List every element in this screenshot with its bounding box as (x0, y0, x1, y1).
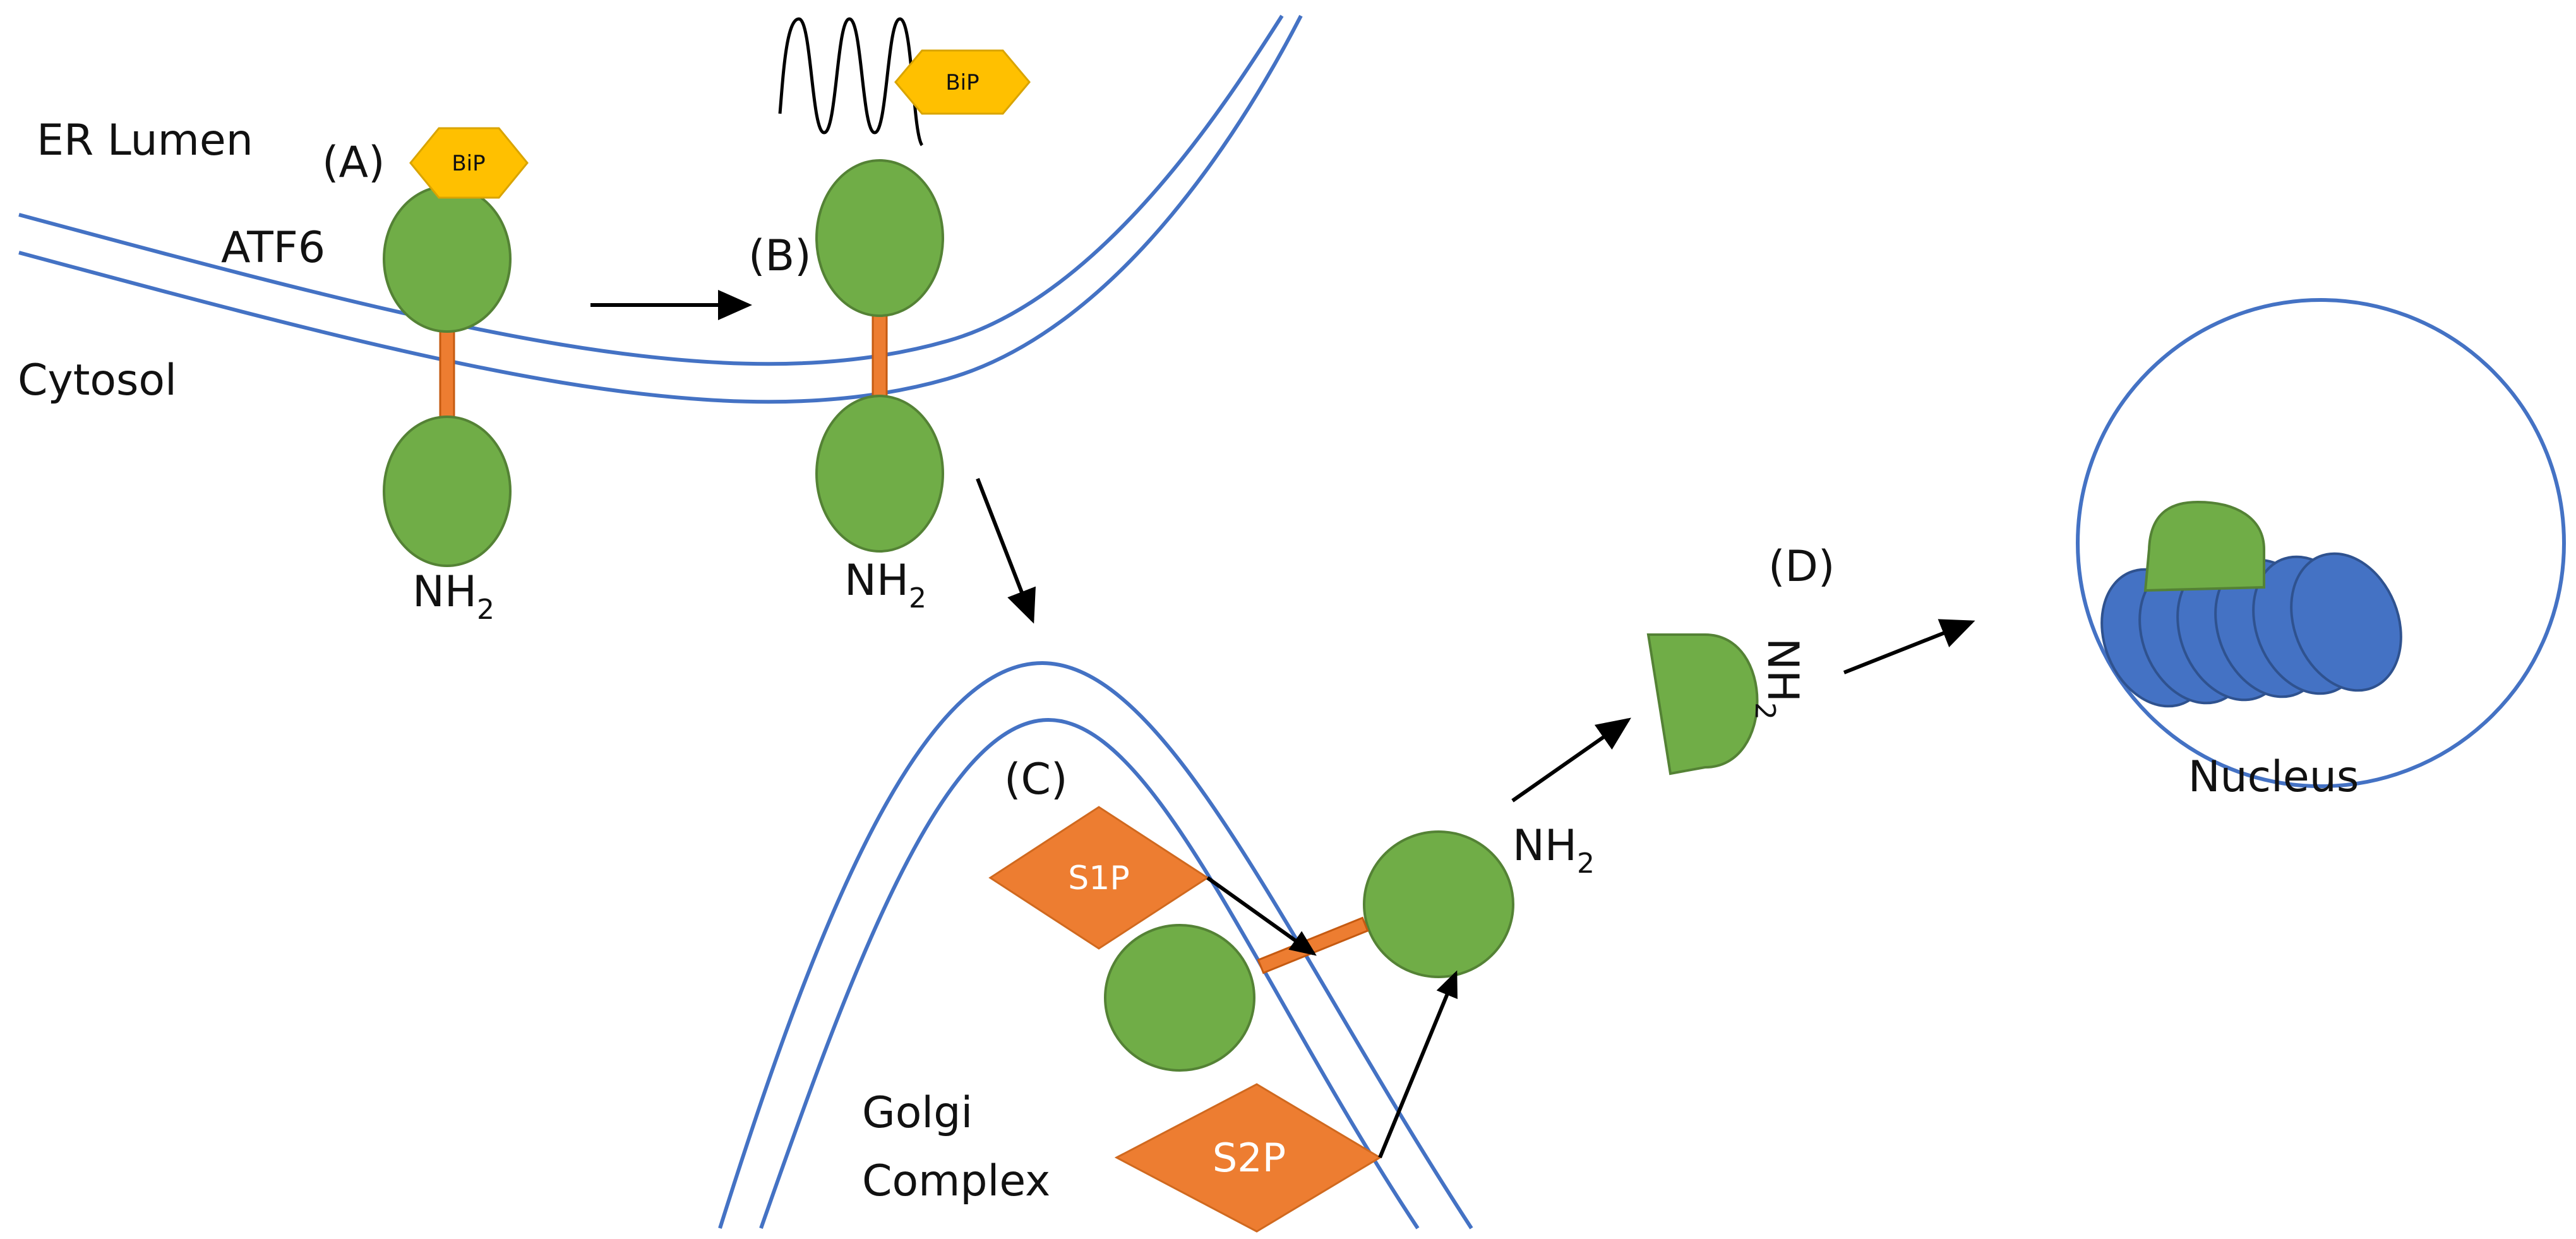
atf6-luminal-fragment (1104, 924, 1255, 1072)
s2p-label: S2P (1213, 1135, 1286, 1181)
atf6-cytosolic-domain (383, 416, 512, 567)
atf6-bound-to-dna (2143, 500, 2265, 592)
cytosol-label: Cytosol (18, 356, 177, 405)
golgi-membrane (718, 661, 1473, 1230)
nh2-label-b: NH2 (844, 556, 926, 614)
atf6-cytosolic-fragment (1363, 830, 1514, 978)
nh2-label-d: NH2 (1749, 638, 1807, 720)
atf6-label: ATF6 (221, 223, 325, 273)
step-d-label: (D) (1768, 542, 1835, 592)
arrow-b-to-c (976, 477, 1036, 624)
golgi-cleavage: S1P S2P NH2 (988, 806, 1595, 1233)
arrow-c-to-d (1511, 717, 1631, 803)
atf6-luminal-domain (383, 185, 512, 333)
released-fragment: (D) NH2 (1646, 542, 1835, 775)
atf6-complex-b: (B) BiP NH2 (748, 17, 1031, 614)
nucleus-envelope (2076, 298, 2566, 788)
transmembrane-linker-b (872, 311, 888, 409)
step-c-label: (C) (1004, 755, 1068, 805)
golgi-label-line1: Golgi (862, 1088, 973, 1138)
step-a-label: (A) (322, 138, 385, 188)
golgi-label-line2: Complex (862, 1156, 1050, 1206)
bip-hexagon (409, 127, 529, 199)
released-bip-hexagon (894, 49, 1031, 115)
bip-label: BiP (452, 151, 485, 176)
s2p-cleavage-arrow (1378, 970, 1458, 1159)
transmembrane-linker (439, 330, 455, 428)
nh2-label-c: NH2 (1513, 821, 1595, 880)
nucleus-label: Nucleus (2188, 752, 2359, 802)
nh2-label-a: NH2 (412, 567, 494, 626)
atf6-active-fragment (1646, 633, 1759, 775)
arrow-d-to-nucleus (1843, 619, 1975, 674)
atf6-cytosolic-domain-b (815, 395, 944, 553)
unfolded-protein-squiggle (778, 17, 924, 147)
er-membrane (18, 15, 1303, 404)
er-lumen-label: ER Lumen (37, 116, 253, 165)
atf6-complex-a: (A) ATF6 BiP NH2 (221, 127, 529, 626)
atf6-luminal-domain-b (815, 159, 944, 317)
s1p-label: S1P (1068, 859, 1129, 897)
nucleosome-6 (2290, 552, 2402, 692)
step-b-label: (B) (748, 231, 812, 281)
s1p-cleavage-arrow (1206, 876, 1317, 956)
nucleus: Nucleus (2076, 298, 2566, 802)
released-bip-label: BiP (945, 70, 979, 95)
